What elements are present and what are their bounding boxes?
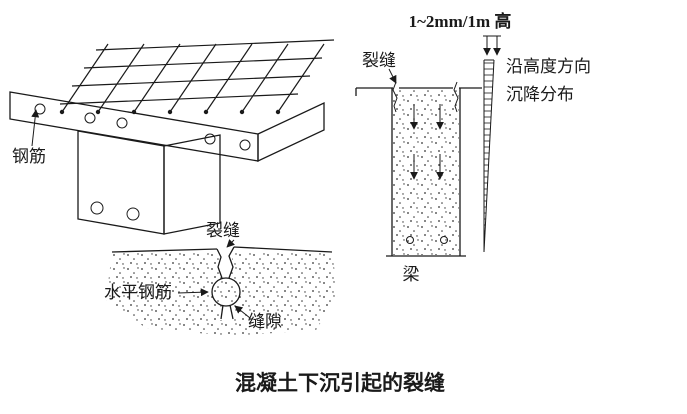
crack-edge-left bbox=[216, 248, 223, 279]
ground-line-left bbox=[111, 248, 218, 253]
distribution-label-line1: 沿高度方向 bbox=[506, 57, 591, 76]
rebar-section bbox=[239, 139, 251, 151]
rebar-arrow bbox=[31, 109, 40, 147]
beam-label: 梁 bbox=[403, 265, 420, 284]
crack-arrow-right bbox=[388, 68, 397, 84]
settlement-arrows bbox=[410, 104, 444, 180]
rebar-section bbox=[204, 133, 216, 145]
horizontal-rebar-label: 水平钢筋 bbox=[104, 283, 172, 302]
slab-front-face bbox=[9, 91, 259, 162]
crack-label-left: 裂缝 bbox=[206, 221, 240, 240]
rebar-section bbox=[84, 112, 96, 124]
crack-label-right: 裂缝 bbox=[362, 51, 396, 70]
horizontal-rebar-arrow bbox=[177, 288, 209, 297]
beam-crack-right bbox=[453, 81, 459, 113]
soil-body bbox=[106, 252, 338, 336]
crack-arrow-left bbox=[226, 239, 235, 248]
beam-interior bbox=[393, 89, 459, 255]
gap-arrow bbox=[234, 305, 251, 319]
rebar-section bbox=[116, 117, 128, 129]
distribution-label-line2: 沉降分布 bbox=[506, 85, 574, 104]
gap-edge-left bbox=[220, 304, 224, 320]
rebar-section bbox=[126, 207, 140, 221]
beam-section: 1~2mm/1m 高 裂缝 bbox=[355, 11, 591, 284]
rebar-mesh bbox=[59, 39, 335, 115]
horizontal-rebar-section bbox=[211, 277, 241, 307]
settlement-distribution-outline bbox=[483, 59, 495, 253]
settlement-dimension-label: 1~2mm/1m 高 bbox=[409, 11, 512, 31]
beam-outline bbox=[355, 87, 482, 257]
rebar-section bbox=[34, 103, 46, 115]
crack-edge-right bbox=[228, 246, 235, 279]
slab-rebar-sections bbox=[34, 103, 251, 221]
rebar-label: 钢筋 bbox=[12, 147, 46, 166]
slab-assembly: 钢筋 bbox=[9, 39, 335, 235]
ground-line-right bbox=[233, 246, 333, 253]
gap-label: 缝隙 bbox=[248, 312, 282, 331]
gap-edge-right bbox=[229, 304, 234, 320]
beam-crack-left bbox=[392, 81, 398, 113]
beam-bottom-rebar bbox=[406, 236, 414, 244]
soil-section: 裂缝 水平钢筋 缝隙 bbox=[104, 221, 338, 336]
rebar-section bbox=[90, 201, 104, 215]
beam-rib-side bbox=[163, 134, 221, 235]
figure-caption: 混凝土下沉引起的裂缝 bbox=[235, 371, 445, 395]
mesh-hook-dots bbox=[59, 109, 281, 115]
beam-rib-front bbox=[77, 130, 165, 235]
slab-end-face bbox=[257, 101, 325, 163]
beam-bottom-rebar bbox=[440, 236, 448, 244]
